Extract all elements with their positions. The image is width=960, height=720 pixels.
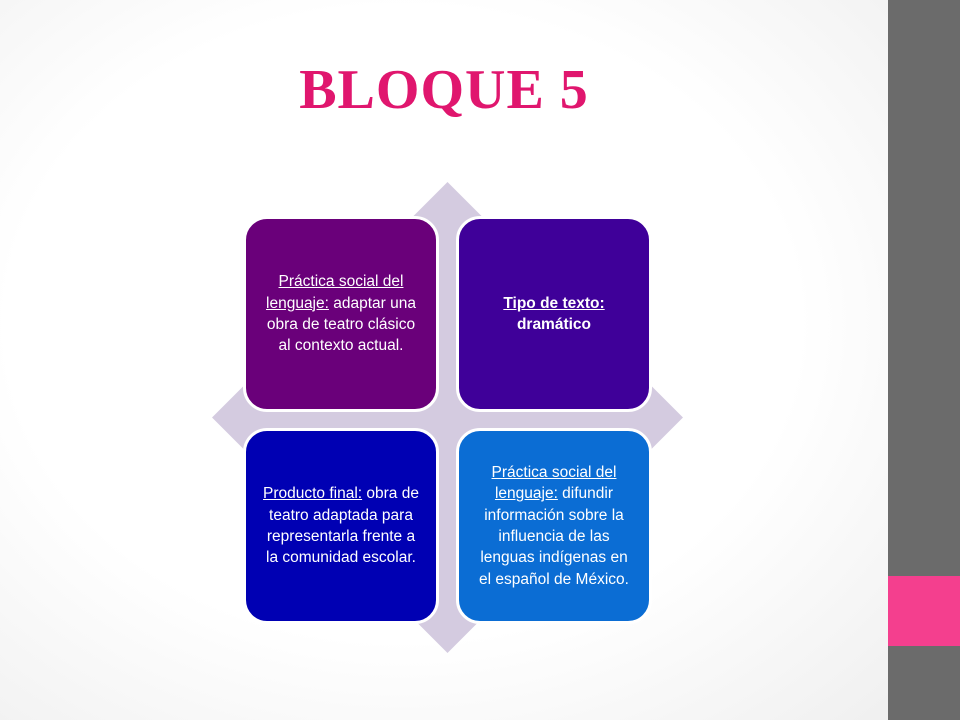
box-tipo-de-texto: Tipo de texto: dramático (456, 216, 652, 412)
box-content: Práctica social del lenguaje: difundir i… (473, 462, 635, 590)
box-label: Tipo de texto: (503, 294, 605, 312)
box-content: Práctica social del lenguaje: adaptar un… (260, 271, 422, 357)
box-producto-final: Producto final: obra de teatro adaptada … (243, 428, 439, 624)
box-content: Tipo de texto: dramático (503, 293, 604, 336)
box-practica-social-teatro: Práctica social del lenguaje: adaptar un… (243, 216, 439, 412)
slide-title: BLOQUE 5 (299, 59, 589, 121)
box-practica-social-lenguas: Práctica social del lenguaje: difundir i… (456, 428, 652, 624)
box-label: Producto final: (263, 485, 363, 503)
box-text: dramático (516, 316, 592, 333)
side-accent-block (888, 576, 960, 646)
box-label: Práctica social del lenguaje: (266, 273, 404, 312)
box-label: Práctica social del lenguaje: (491, 463, 617, 503)
box-text: obra de teatro adaptada para representar… (266, 485, 419, 567)
box-content: Producto final: obra de teatro adaptada … (260, 483, 422, 569)
box-text: difundir información sobre la influencia… (479, 485, 629, 588)
box-text: adaptar una obra de teatro clásico al co… (266, 294, 416, 355)
